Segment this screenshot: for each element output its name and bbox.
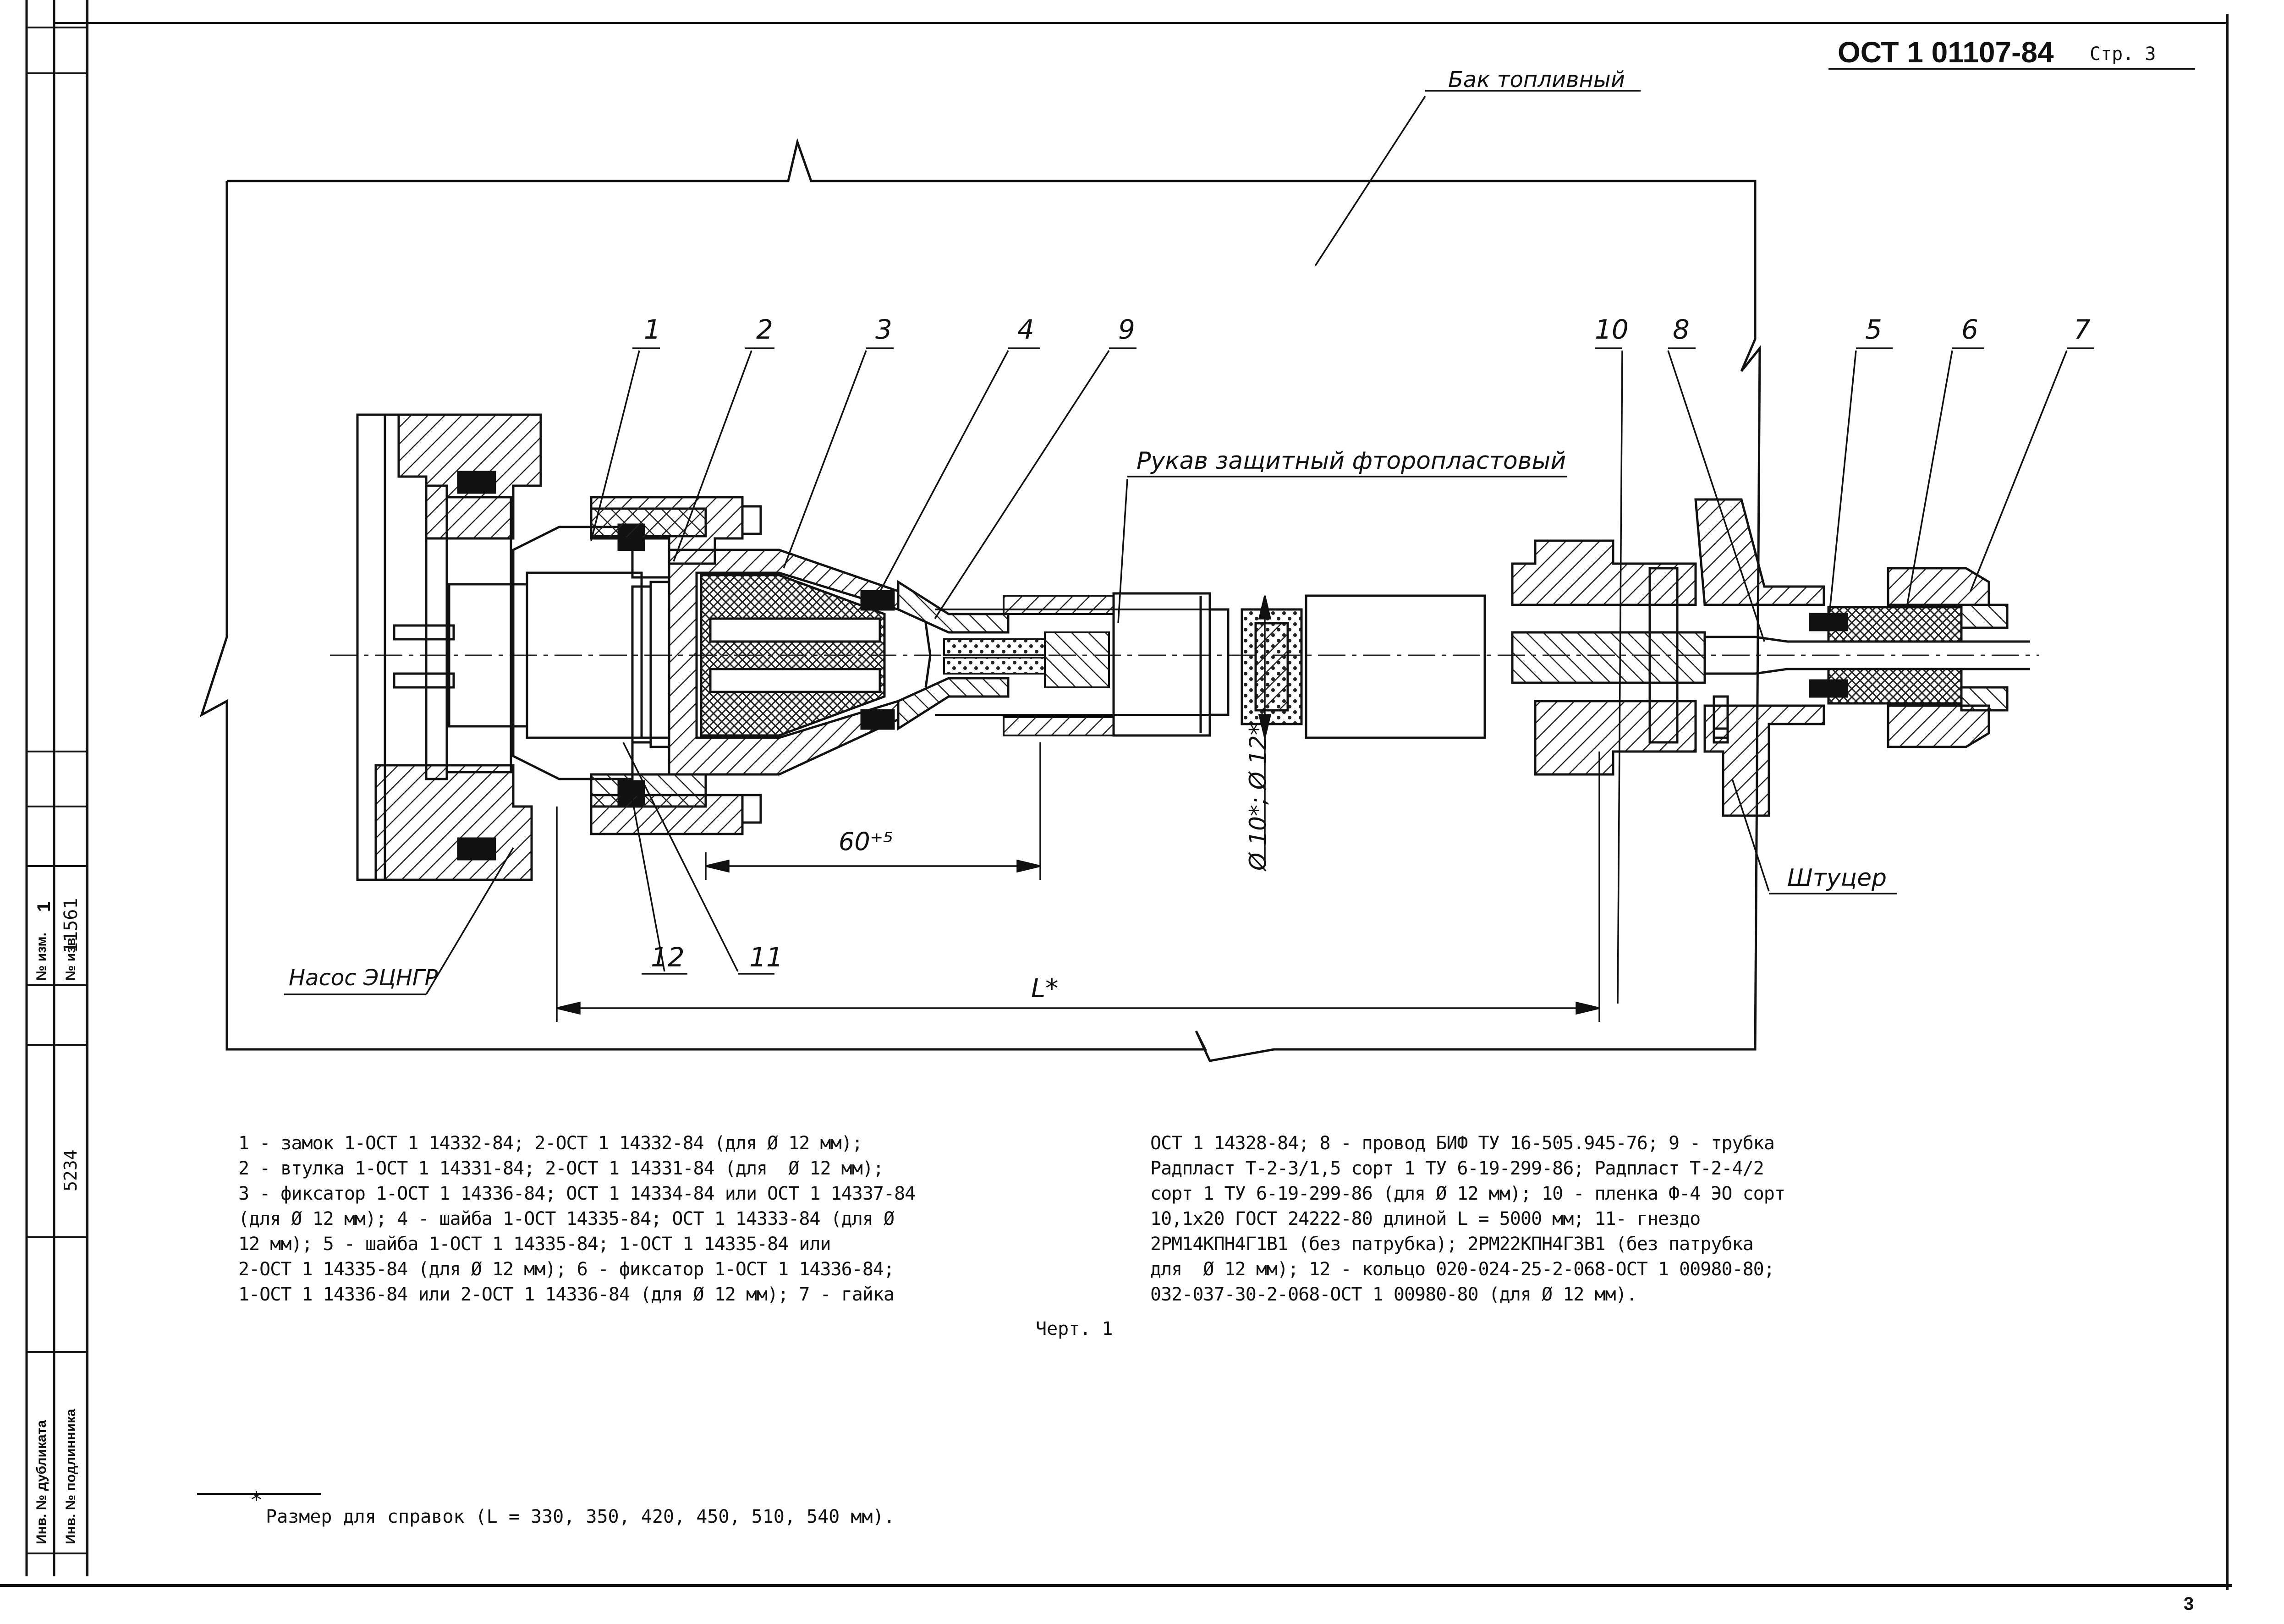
legend-line: (для Ø 12 мм); 4 - шайба 1-ОСТ 14335-84;… — [238, 1208, 895, 1229]
dimension-diameter-label: Ø 10*; Ø 12* — [1245, 724, 1271, 871]
callout-10: 10 — [1595, 314, 1629, 345]
legend-line: Радпласт Т-2-3/1,5 сорт 1 ТУ 6-19-299-86… — [1150, 1158, 1764, 1179]
duplicate-inv-label: Инв. № дубликата — [34, 1420, 49, 1544]
legend-line: сорт 1 ТУ 6-19-299-86 (для Ø 12 мм); 10 … — [1150, 1183, 1785, 1204]
callout-8: 8 — [1673, 314, 1690, 345]
legend-line: 2-ОСТ 1 14335-84 (для Ø 12 мм); 6 - фикс… — [238, 1259, 895, 1280]
dimension-60-label: 60⁺⁵ — [839, 827, 893, 856]
callout-9: 9 — [1118, 314, 1135, 345]
fitting-body — [1511, 498, 1825, 817]
change-no-label: № изм. — [34, 933, 49, 981]
fuel-tank-label: Бак топливный — [1448, 67, 1625, 93]
legend-line: ОСТ 1 14328-84; 8 - провод БИФ ТУ 16-505… — [1150, 1133, 1775, 1154]
legend-line: 3 - фиксатор 1-ОСТ 1 14336-84; ОСТ 1 143… — [238, 1183, 916, 1204]
legend-right: ОСТ 1 14328-84; 8 - провод БИФ ТУ 16-505… — [1150, 1134, 1929, 1311]
callout-12: 12 — [651, 942, 685, 973]
callout-11: 11 — [749, 942, 783, 973]
fitting-label: Штуцер — [1787, 864, 1887, 892]
inv-code: 5234 — [60, 1149, 81, 1191]
legend-line: 10,1х20 ГОСТ 24222-80 длиной L = 5000 мм… — [1150, 1208, 1701, 1229]
footnote-text: Размер для справок (L = 330, 350, 420, 4… — [266, 1506, 895, 1527]
footnote-mark: * — [250, 1487, 263, 1513]
right-nut — [1705, 567, 2030, 748]
legend-line: 1 - замок 1-ОСТ 1 14332-84; 2-ОСТ 1 1433… — [238, 1133, 863, 1154]
legend-line: 12 мм); 5 - шайба 1-ОСТ 1 14335-84; 1-ОС… — [238, 1234, 831, 1255]
dimension-lines — [556, 595, 1600, 1022]
legend-line: для Ø 12 мм); 12 - кольцо 020-024-25-2-0… — [1150, 1259, 1775, 1280]
fixator-cone — [668, 549, 900, 776]
original-inv-label: Инв. № подлинника — [63, 1409, 78, 1544]
legend-line: 2РМ14КПН4Г1В1 (без патрубка); 2РМ22КПН4Г… — [1150, 1234, 1754, 1255]
callout-leaders — [284, 90, 2094, 1004]
callout-5: 5 — [1865, 314, 1882, 345]
hose-label: Рукав защитный фторопластовый — [1137, 447, 1566, 475]
protective-hose — [1112, 592, 1486, 739]
notice-no-value: 11561 — [60, 898, 82, 953]
change-no-value: 1 — [34, 901, 54, 912]
figure-caption: Черт. 1 — [1036, 1318, 1113, 1339]
callout-3: 3 — [875, 314, 892, 345]
callout-6: 6 — [1961, 314, 1978, 345]
page-number: 3 — [2184, 1594, 2194, 1614]
page-label: Стр. 3 — [2090, 44, 2156, 65]
legend-line: 1-ОСТ 1 14336-84 или 2-ОСТ 1 14336-84 (д… — [238, 1284, 895, 1305]
washer-taper — [897, 580, 1010, 731]
pump-label: Насос ЭЦНГР — [289, 965, 438, 991]
callout-4: 4 — [1017, 314, 1034, 345]
callout-7: 7 — [2074, 314, 2091, 345]
legend-line: 032-037-30-2-068-ОСТ 1 00980-80 (для Ø 1… — [1150, 1284, 1637, 1305]
callout-2: 2 — [756, 314, 773, 345]
break-border — [199, 138, 1761, 1062]
callout-1: 1 — [644, 314, 661, 345]
legend-left: 1 - замок 1-ОСТ 1 14332-84; 2-ОСТ 1 1433… — [238, 1134, 1036, 1311]
pump-flange — [356, 413, 542, 881]
legend-line: 2 - втулка 1-ОСТ 1 14331-84; 2-ОСТ 1 143… — [238, 1158, 884, 1179]
document-number: ОСТ 1 01107-84 — [1838, 36, 2054, 69]
sheet-frame — [0, 0, 2232, 1590]
dimension-L-label: L* — [1031, 974, 1059, 1004]
